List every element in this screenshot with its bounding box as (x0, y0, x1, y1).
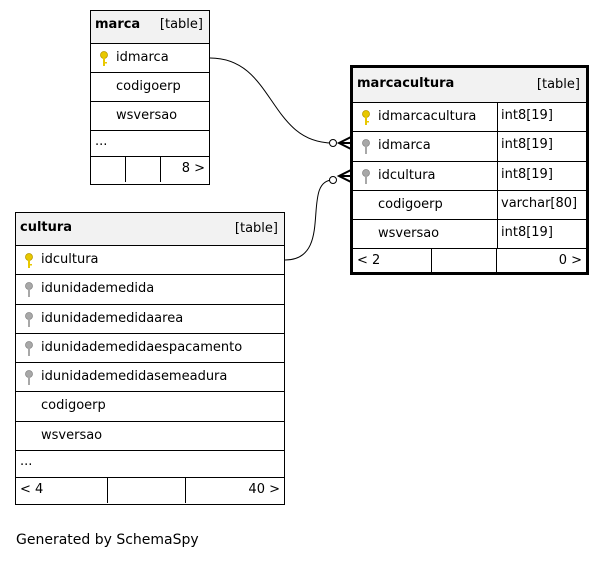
column-row[interactable]: codigoerp varchar[80] (353, 190, 586, 221)
column-name: idmarcacultura (378, 109, 477, 124)
footer-spacer (432, 249, 497, 274)
primary-key-icon (25, 253, 33, 268)
table-name[interactable]: marca (95, 17, 141, 32)
generated-by-label: Generated by SchemaSpy (16, 532, 199, 548)
column-name: idmarca (378, 138, 431, 154)
parents-count[interactable]: < 4 (16, 478, 108, 504)
column-name: idcultura (378, 167, 436, 183)
column-type: int8[19] (497, 103, 553, 132)
table-marca[interactable]: marca [table] idmarca codigoerp wsversao… (90, 10, 210, 185)
table-cultura[interactable]: cultura [table] idcultura idunidademedid… (15, 212, 285, 505)
column-name: codigoerp (116, 79, 181, 94)
table-name[interactable]: cultura (20, 220, 73, 235)
relation-marca-marcacultura-end (329, 139, 337, 147)
foreign-key-icon (25, 340, 33, 356)
column-name: wsversao (116, 108, 178, 123)
column-row[interactable]: idunidademedidasemeadura (16, 363, 284, 393)
more-columns: ... (16, 451, 284, 479)
children-count[interactable]: 0 > (558, 253, 582, 269)
column-type: int8[19] (497, 132, 553, 161)
column-name: wsversao (378, 226, 440, 242)
column-type: int8[19] (497, 220, 553, 249)
table-kind: [table] (536, 77, 580, 92)
ellipsis: ... (95, 134, 108, 149)
table-header: marcacultura [table] (353, 68, 586, 103)
column-type: int8[19] (497, 161, 553, 190)
column-row[interactable]: idmarcacultura int8[19] (353, 103, 586, 133)
more-columns: ... (91, 131, 209, 157)
footer-spacer (126, 157, 161, 182)
column-name: codigoerp (378, 196, 443, 212)
footer-spacer (108, 478, 186, 504)
relation-marca-marcacultura-crowfoot (336, 136, 352, 150)
column-row[interactable]: wsversao (91, 102, 209, 131)
column-row[interactable]: idunidademedidaespacamento (16, 334, 284, 364)
column-row[interactable]: wsversao (16, 422, 284, 452)
column-row[interactable]: idcultura (16, 246, 284, 276)
parents-count[interactable] (91, 157, 126, 182)
parents-count[interactable]: < 2 (353, 249, 432, 274)
column-name: wsversao (41, 427, 103, 443)
foreign-key-icon (362, 168, 370, 184)
primary-key-icon (362, 110, 370, 125)
table-footer: < 2 0 > (353, 249, 586, 274)
column-name: idmarca (116, 50, 169, 65)
column-row[interactable]: idmarca (91, 44, 209, 73)
column-row[interactable]: idcultura int8[19] (353, 161, 586, 191)
table-kind: [table] (159, 17, 203, 32)
column-name: idunidademedidaespacamento (41, 339, 243, 355)
foreign-key-icon (25, 370, 33, 386)
relation-cultura-marcacultura (284, 179, 334, 261)
column-row[interactable]: codigoerp (16, 392, 284, 422)
primary-key-icon (100, 51, 108, 66)
column-row[interactable]: codigoerp (91, 73, 209, 102)
children-count[interactable]: 8 > (181, 161, 205, 176)
column-name: idunidademedidaarea (41, 310, 184, 326)
column-type: varchar[80] (497, 190, 577, 220)
column-name: idcultura (41, 252, 99, 267)
column-name: idunidademedidasemeadura (41, 369, 228, 385)
column-row[interactable]: wsversao int8[19] (353, 220, 586, 250)
table-marcacultura[interactable]: marcacultura [table] idmarcacultura int8… (350, 65, 589, 275)
foreign-key-icon (362, 139, 370, 155)
column-row[interactable]: idunidademedida (16, 275, 284, 305)
table-header: cultura [table] (16, 213, 284, 246)
table-header: marca [table] (91, 11, 209, 44)
column-name: idunidademedida (41, 281, 155, 297)
relation-cultura-marcacultura-end (329, 176, 337, 184)
column-row[interactable]: idunidademedidaarea (16, 305, 284, 334)
column-name: codigoerp (41, 398, 106, 414)
ellipsis: ... (20, 454, 33, 470)
foreign-key-icon (25, 311, 33, 327)
children-count[interactable]: 40 > (248, 482, 280, 498)
table-footer: < 4 40 > (16, 478, 284, 504)
relation-marca-marcacultura (209, 57, 334, 144)
relation-cultura-marcacultura-crowfoot (336, 169, 352, 183)
table-name[interactable]: marcacultura (357, 76, 455, 91)
column-row[interactable]: idmarca int8[19] (353, 132, 586, 162)
table-footer: 8 > (91, 157, 209, 182)
table-kind: [table] (234, 221, 278, 236)
foreign-key-icon (25, 282, 33, 298)
